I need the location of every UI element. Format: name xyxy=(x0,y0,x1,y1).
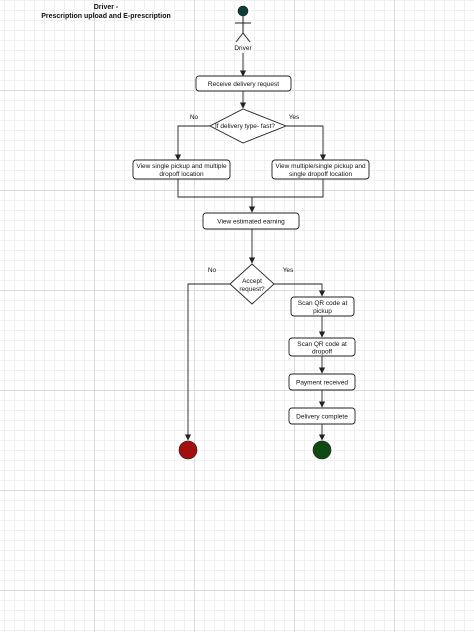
diagram-title-line2: Prescription upload and E-prescription xyxy=(41,13,171,20)
delivery-type-decision: If delivery type- fast? xyxy=(209,108,288,144)
view-estimated-earning-node: View estimated earning xyxy=(202,212,300,230)
view-single-pickup-node: View single pickup and multiple dropoff … xyxy=(132,159,231,180)
flow-edges xyxy=(174,53,327,441)
scan-qr-pickup-node: Scan QR code at pickup xyxy=(290,296,355,317)
receive-delivery-request-label: Receive delivery request xyxy=(208,81,279,88)
scan-qr-dropoff-label-line1: Scan QR code at xyxy=(297,341,347,348)
end-node-success xyxy=(312,440,332,460)
delivery-complete-label: Delivery complete xyxy=(296,414,348,421)
view-estimated-earning-label: View estimated earning xyxy=(217,219,285,226)
view-single-pickup-label-line1: View single pickup and multiple xyxy=(136,163,227,170)
accept-request-label-line1: Accept xyxy=(242,278,262,285)
driver-actor-icon xyxy=(235,16,251,43)
receive-delivery-request-node: Receive delivery request xyxy=(195,75,292,92)
start-node xyxy=(237,5,249,17)
delivery-type-decision-label: If delivery type- fast? xyxy=(215,123,275,130)
view-multiple-pickup-node: View multiple/single pickup and single d… xyxy=(271,159,370,180)
payment-received-label: Payment received xyxy=(296,380,348,387)
accept-request-label-line2: request? xyxy=(239,286,265,293)
edge-label-accept-no: No xyxy=(208,267,217,274)
edge-label-accept-yes: Yes xyxy=(283,267,294,274)
accept-request-decision: Accept request? xyxy=(229,263,275,305)
view-multiple-pickup-label-line2: single dropoff location xyxy=(289,171,353,178)
scan-qr-pickup-label-line2: pickup xyxy=(313,308,332,315)
scan-qr-dropoff-node: Scan QR code at dropoff xyxy=(288,337,356,357)
diagram-title-line1: Driver - xyxy=(94,4,119,11)
end-node-rejected xyxy=(178,440,198,460)
scan-qr-pickup-label-line1: Scan QR code at xyxy=(298,300,348,307)
edge-label-type-yes: Yes xyxy=(289,114,300,121)
edge-label-type-no: No xyxy=(190,114,199,121)
delivery-complete-node: Delivery complete xyxy=(288,407,356,425)
view-single-pickup-label-line2: dropoff location xyxy=(159,171,204,178)
payment-received-node: Payment received xyxy=(288,373,356,391)
view-multiple-pickup-label-line1: View multiple/single pickup and xyxy=(275,163,366,170)
scan-qr-dropoff-label-line2: dropoff xyxy=(312,349,332,356)
driver-actor-label: Driver xyxy=(234,45,252,52)
